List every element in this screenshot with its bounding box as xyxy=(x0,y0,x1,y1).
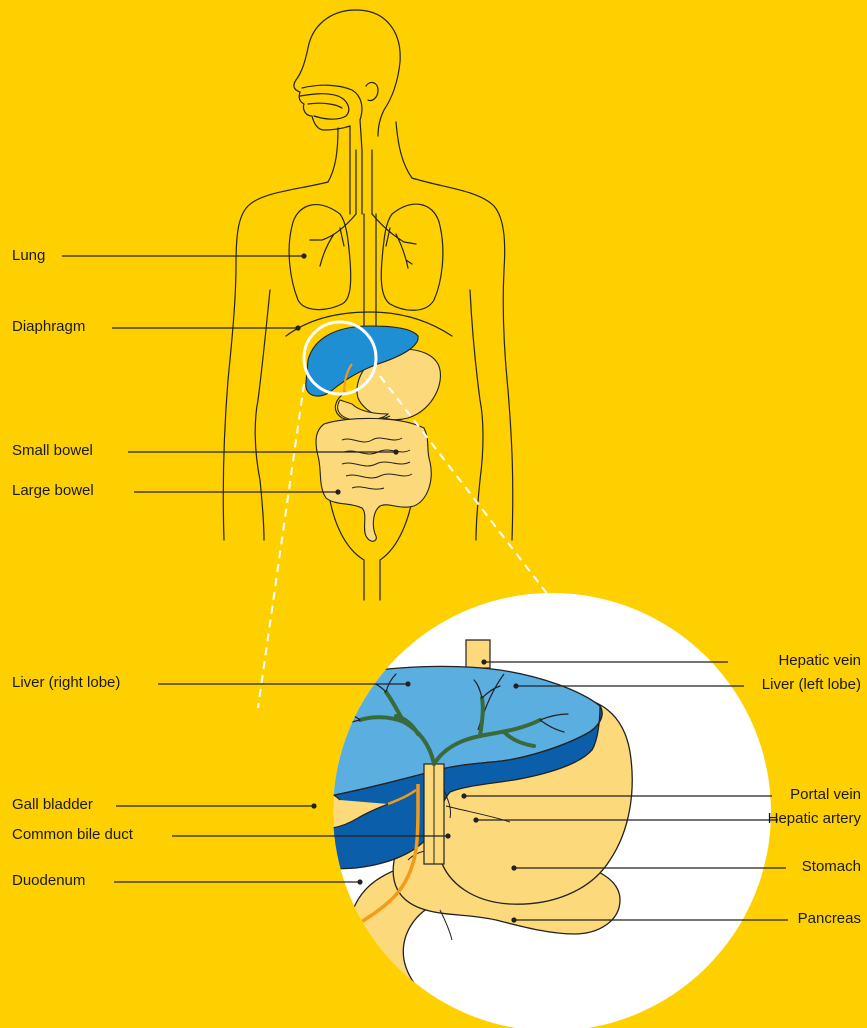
label-large-bowel: Large bowel xyxy=(12,482,94,500)
label-diaphragm: Diaphragm xyxy=(12,318,85,336)
label-stomach: Stomach xyxy=(802,858,861,876)
hepatic-vein xyxy=(466,640,490,668)
label-small-bowel: Small bowel xyxy=(12,442,93,460)
label-lung: Lung xyxy=(12,247,45,265)
label-gall-bladder: Gall bladder xyxy=(12,796,93,814)
label-common-bile-duct: Common bile duct xyxy=(12,826,133,844)
label-portal-vein: Portal vein xyxy=(790,786,861,804)
label-hepatic-vein: Hepatic vein xyxy=(778,652,861,670)
label-hepatic-artery: Hepatic artery xyxy=(768,810,861,828)
label-liver-right-lobe: Liver (right lobe) xyxy=(12,674,120,692)
label-liver-left-lobe: Liver (left lobe) xyxy=(762,676,861,694)
label-duodenum: Duodenum xyxy=(12,872,85,890)
label-pancreas: Pancreas xyxy=(798,910,861,928)
